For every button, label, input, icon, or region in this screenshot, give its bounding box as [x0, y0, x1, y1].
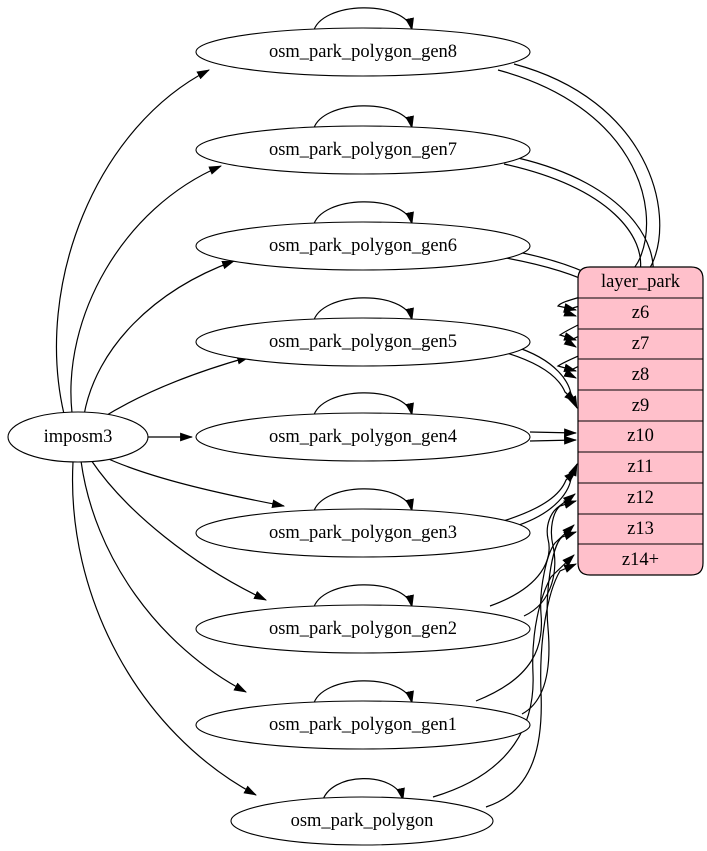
node-osm-park-polygon-gen6 [195, 221, 531, 271]
edge-imposm3-to-gen7 [70, 165, 222, 414]
edge-imposm3-to-gen2 [90, 459, 267, 601]
node-labels: imposm3 osm_park_polygon_gen8 osm_park_p… [44, 42, 457, 831]
node-gen5-label: osm_park_polygon_gen5 [269, 332, 457, 352]
node-osm-park-polygon-gen2 [195, 604, 531, 654]
node-osm-park-polygon-gen1 [195, 700, 531, 750]
node-gen2-label: osm_park_polygon_gen2 [269, 619, 457, 639]
edge-gen5-to-z9-2 [512, 345, 578, 409]
edge-imposm3-to-gen8 [55, 69, 210, 415]
edge-gen2-to-z12-2 [489, 493, 576, 607]
selfloop-gen7 [312, 105, 414, 132]
selfloop-gen8 [312, 7, 414, 34]
node-osm-park-polygon-gen5 [195, 317, 531, 367]
node-imposm3 [7, 411, 149, 463]
self-loops [312, 7, 414, 804]
edge-gen5-to-z9-1 [499, 350, 577, 403]
node-gen6-label: osm_park_polygon_gen6 [269, 236, 457, 256]
selfloop-gen5 [312, 297, 414, 324]
edge-gen4-to-z10-2 [529, 435, 578, 445]
node-osm-park-polygon [230, 796, 494, 846]
node-gen4-label: osm_park_polygon_gen4 [269, 427, 457, 447]
row-z13-label: z13 [627, 519, 654, 539]
layer-park-title: layer_park [601, 272, 681, 292]
row-z9-label: z9 [632, 396, 649, 416]
edge-gen4-to-z10-1 [529, 428, 578, 438]
edge-gen3-to-z11-2 [512, 463, 578, 528]
node-gen8-label: osm_park_polygon_gen8 [269, 42, 457, 62]
node-osm-park-polygon-gen3 [195, 508, 531, 558]
edge-imposm3-to-gen1 [80, 460, 247, 693]
table-nodes [7, 27, 531, 846]
row-z14-label: z14+ [622, 550, 659, 570]
layer-park-record: layer_park z6 z7 z8 z9 z10 z11 z12 z13 z… [577, 266, 704, 576]
edge-gen1-to-z13-1 [521, 531, 578, 715]
row-z12-label: z12 [627, 488, 654, 508]
node-gen7-label: osm_park_polygon_gen7 [269, 140, 457, 160]
row-z6-label: z6 [632, 303, 649, 323]
edge-imposm3-to-polygon [71, 461, 257, 796]
selfloop-gen6 [312, 201, 414, 228]
node-gen3-label: osm_park_polygon_gen3 [269, 523, 457, 543]
selfloop-polygon [321, 778, 405, 804]
row-z7-label: z7 [632, 334, 649, 354]
node-imposm3-label: imposm3 [44, 427, 113, 447]
edge-imposm3-to-gen6 [83, 260, 236, 416]
node-osm-park-polygon-gen7 [195, 125, 531, 175]
node-osm-park-polygon-gen8 [195, 27, 531, 77]
selfloop-gen4 [312, 392, 414, 419]
selfloop-gen3 [312, 488, 414, 515]
edge-polygon-to-z14-2 [432, 554, 575, 798]
row-z8-label: z8 [632, 365, 649, 385]
edge-gen3-to-z11-1 [499, 470, 577, 523]
edge-gen1-to-z13-2 [475, 524, 575, 702]
row-z11-label: z11 [627, 457, 653, 477]
row-z10-label: z10 [627, 426, 654, 446]
selfloop-gen2 [312, 584, 414, 611]
edge-polygon-to-z14-1 [485, 563, 577, 808]
edge-imposm3-to-gen5 [101, 356, 251, 419]
edges-from-imposm3 [55, 69, 286, 796]
node-osm-park-polygon-gen4 [195, 412, 531, 462]
selfloop-gen1 [312, 680, 414, 707]
node-polygon-label: osm_park_polygon [291, 811, 434, 831]
edge-imposm3-to-gen3 [103, 456, 286, 509]
node-gen1-label: osm_park_polygon_gen1 [269, 715, 457, 735]
